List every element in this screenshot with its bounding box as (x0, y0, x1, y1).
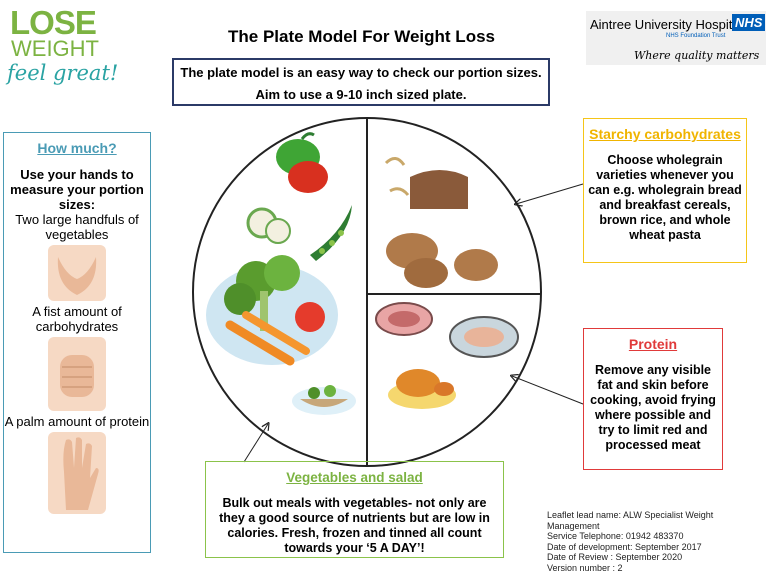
palm-icon (48, 432, 106, 514)
steak-icon (375, 302, 433, 336)
how-much-intro: Use your hands to measure your portion s… (10, 167, 144, 212)
chicken-icon (388, 369, 456, 409)
leaflet-footer: Leaflet lead name: ALW Specialist Weight… (547, 510, 768, 573)
hospital-name: Aintree University Hospital (590, 17, 743, 32)
footer-development: Date of development: September 2017 (547, 541, 702, 552)
fish-icon (449, 316, 519, 358)
starchy-box: Starchy carbohydrates Choose wholegrain … (583, 118, 747, 263)
trust-name: NHS Foundation Trust (666, 33, 726, 39)
intro-line-1: The plate model is an easy way to check … (180, 65, 542, 80)
plate-diagram (192, 117, 542, 467)
arrow-starchy (516, 183, 584, 204)
footer-version: Version number : 2 (547, 562, 623, 573)
fist-icon (48, 337, 106, 411)
cupped-hands-icon (48, 245, 106, 301)
vegetables-title: Vegetables and salad (286, 470, 423, 485)
footer-lead: Leaflet lead name: ALW Specialist Weight… (547, 510, 714, 531)
logo-lose: LOSE (10, 4, 97, 41)
starchy-text: Choose wholegrain varieties whenever you… (588, 153, 742, 242)
footer-review: Date of Review : September 2020 (547, 552, 683, 562)
protein-box: Protein Remove any visible fat and skin … (583, 328, 723, 470)
footer-phone: Service Telephone: 01942 483370 (547, 531, 684, 541)
bread-icon (384, 157, 468, 209)
vegetables-box: Vegetables and salad Bulk out meals with… (205, 461, 504, 558)
intro-box: The plate model is an easy way to check … (172, 58, 550, 106)
how-much-title: How much? (37, 140, 117, 156)
arrow-protein (512, 376, 584, 405)
potatoes-icon (386, 233, 498, 288)
nhs-logo: NHS (732, 14, 766, 31)
logo-weight: WEIGHT (11, 36, 99, 61)
vegetables-text: Bulk out meals with vegetables- not only… (219, 496, 490, 555)
arrow-vegetables (243, 424, 268, 463)
protein-text: Remove any visible fat and skin before c… (590, 363, 716, 452)
nhs-header: Aintree University Hospital NHS NHS Foun… (586, 11, 766, 65)
hospital-motto: Where quality matters (634, 49, 760, 62)
how-much-item-vegetables: Two large handfuls of vegetables (15, 212, 139, 242)
how-much-box: How much? Use your hands to measure your… (3, 132, 151, 553)
peppers-icon (276, 132, 328, 193)
intro-line-2: Aim to use a 9-10 inch sized plate. (255, 87, 467, 102)
small-salad-icon (292, 385, 356, 415)
page-title: The Plate Model For Weight Loss (228, 27, 495, 46)
salad-bowl-icon (206, 255, 338, 366)
how-much-item-carbs: A fist amount of carbohydrates (32, 304, 122, 334)
protein-title: Protein (628, 336, 678, 352)
starchy-title: Starchy carbohydrates (589, 126, 741, 142)
peapod-icon (310, 205, 352, 261)
cauliflower-icon (246, 207, 291, 244)
logo-tagline: feel great! (7, 61, 119, 85)
how-much-item-protein: A palm amount of protein (4, 414, 150, 429)
